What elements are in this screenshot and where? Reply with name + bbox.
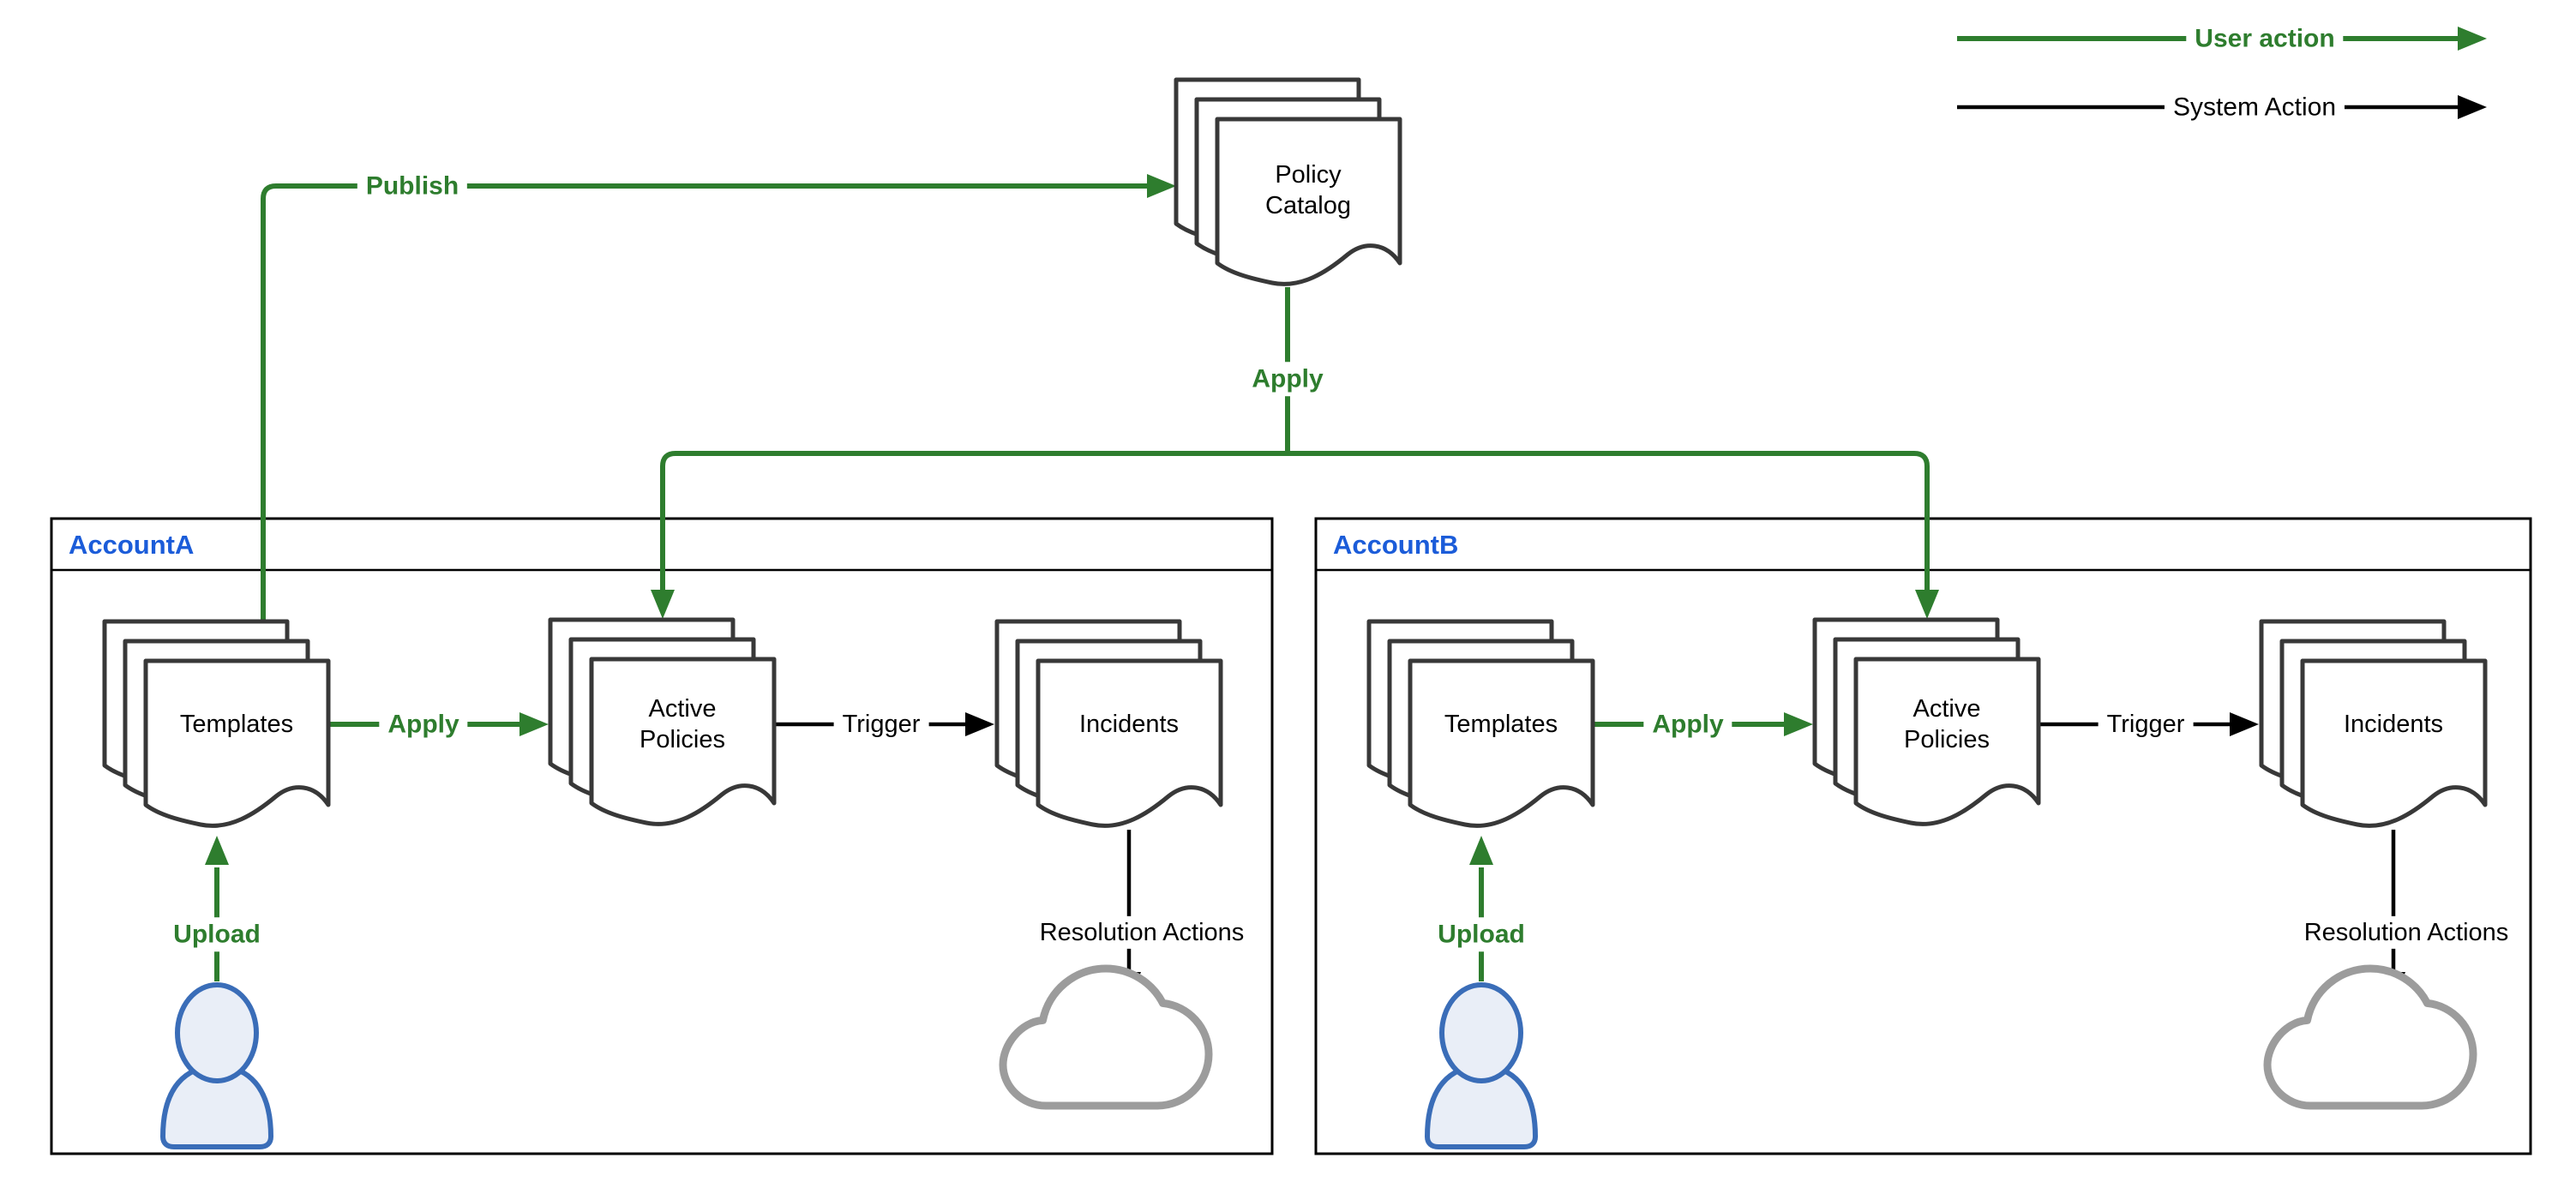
cloud-icon-account-a [1003,969,1209,1106]
legend-system-action-label: System Action [2164,90,2345,124]
upload-label-b: Upload [1429,917,1534,951]
templates-label-b: Templates [1444,710,1558,738]
templates-label-a: Templates [179,710,294,738]
incidents-label-b: Incidents [2343,710,2444,738]
publish-label: Publish [357,169,468,203]
resolution-actions-label-b: Resolution Actions [2295,915,2518,950]
person-icon-account-b [1427,985,1535,1147]
incidents-label-a: Incidents [1078,710,1180,738]
apply-branch-label: Apply [1243,362,1332,396]
apply-label-a: Apply [379,707,468,741]
active-policies-label-b: Active Policies [1904,694,1990,753]
upload-arrow-account-a [205,836,229,981]
publish-arrow [261,174,1176,620]
policy-catalog-label: Policy Catalog [1265,160,1351,219]
cloud-icon-account-b [2267,969,2473,1106]
trigger-label-a: Trigger [833,707,929,741]
trigger-label-b: Trigger [2098,707,2194,741]
upload-label-a: Upload [165,917,269,951]
person-icon-account-a [163,985,271,1147]
account-b-title: AccountB [1333,530,1459,560]
apply-label-b: Apply [1643,707,1732,741]
active-policies-label-a: Active Policies [639,694,725,753]
account-a-title: AccountA [69,530,195,560]
account-b-box [1314,517,2532,1155]
upload-arrow-account-b [1469,836,1493,981]
legend-user-action-label: User action [2186,21,2344,56]
resolution-actions-label-a: Resolution Actions [1030,915,1253,950]
